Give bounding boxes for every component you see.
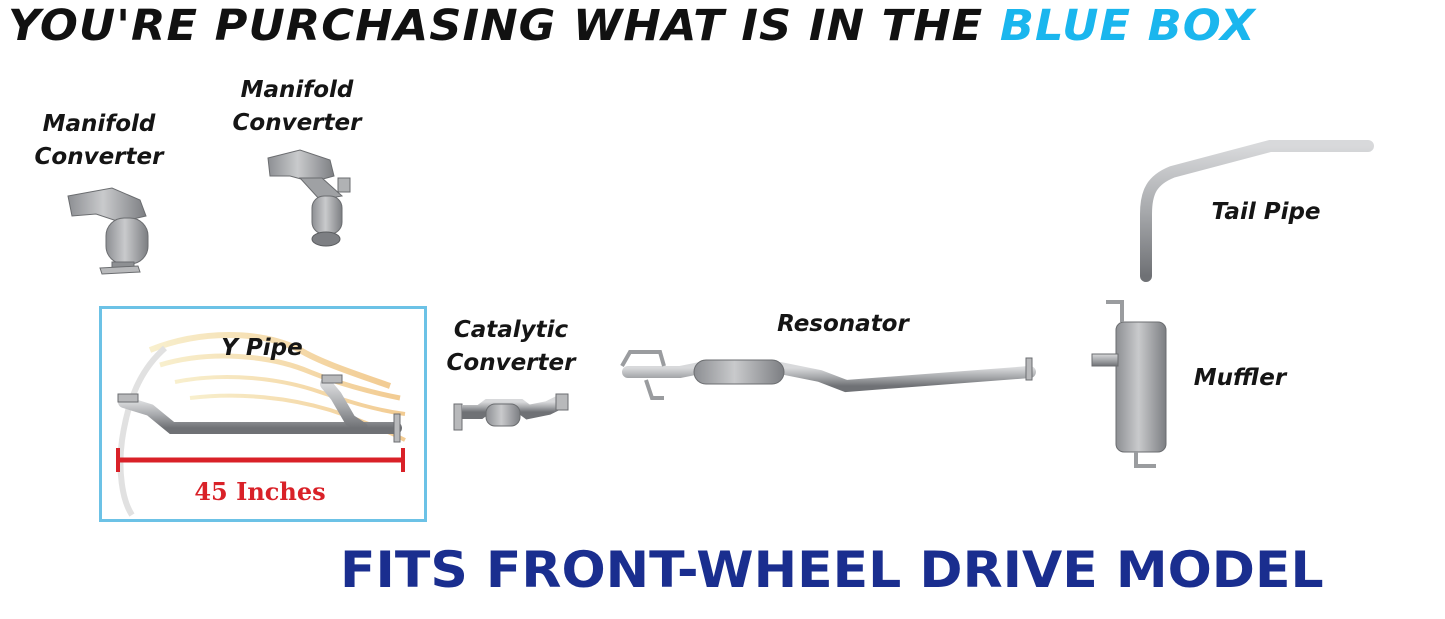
- tail-pipe-part: [1140, 140, 1374, 282]
- fitment-note: FITS FRONT-WHEEL DRIVE MODEL: [340, 541, 1324, 599]
- manifold-converter-1-part: [67, 187, 149, 275]
- manifold-converter-2-line1: Manifold: [240, 77, 354, 103]
- manifold-converter-1-line2: Converter: [34, 144, 164, 170]
- catalytic-converter-line2: Converter: [446, 350, 576, 376]
- manifold-converter-1-label: Manifold Converter: [24, 108, 174, 174]
- y-pipe-label: Y Pipe: [221, 335, 303, 361]
- headline-main: YOU'RE PURCHASING WHAT IS IN THE: [8, 1, 1000, 51]
- manifold-converter-1-line1: Manifold: [42, 111, 156, 137]
- resonator-part: [620, 350, 1036, 400]
- manifold-converter-2-label: Manifold Converter: [222, 74, 372, 140]
- tail-pipe-label: Tail Pipe: [1211, 199, 1321, 225]
- muffler-label: Muffler: [1193, 365, 1287, 391]
- headline-accent: BLUE BOX: [999, 1, 1256, 51]
- y-pipe-part: [117, 374, 402, 443]
- muffler-part: [1091, 300, 1167, 468]
- blue-selection-box: [99, 306, 427, 522]
- headline: YOU'RE PURCHASING WHAT IS IN THE BLUE BO…: [8, 0, 1445, 52]
- resonator-label: Resonator: [777, 311, 909, 337]
- y-pipe-measure-line: [116, 448, 405, 472]
- catalytic-converter-line1: Catalytic: [453, 317, 569, 343]
- y-pipe-length-label: 45 Inches: [194, 477, 326, 506]
- manifold-converter-2-part: [267, 149, 351, 247]
- manifold-converter-2-line2: Converter: [232, 110, 362, 136]
- catalytic-converter-part: [453, 393, 569, 431]
- catalytic-converter-label: Catalytic Converter: [436, 314, 586, 380]
